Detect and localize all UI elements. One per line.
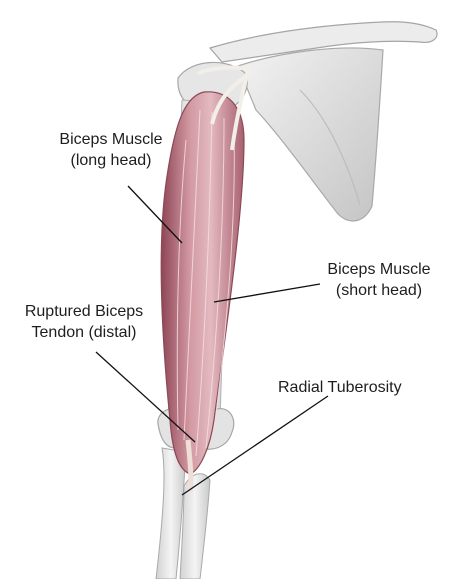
scapula (238, 48, 383, 221)
ruptured-tendon (188, 440, 191, 492)
label-short-head-line1: Biceps Muscle (318, 259, 440, 280)
label-short-head-line2: (short head) (318, 280, 440, 301)
label-ruptured-tendon: Ruptured Biceps Tendon (distal) (14, 301, 154, 343)
label-radial-tuberosity: Radial Tuberosity (278, 377, 402, 398)
label-radial-line1: Radial Tuberosity (278, 377, 402, 398)
label-ruptured-line1: Ruptured Biceps (14, 301, 154, 322)
label-long-head-line2: (long head) (40, 150, 182, 171)
radius (180, 474, 210, 579)
label-long-head: Biceps Muscle (long head) (40, 129, 182, 171)
label-ruptured-line2: Tendon (distal) (14, 322, 154, 343)
label-short-head: Biceps Muscle (short head) (318, 259, 440, 301)
label-long-head-line1: Biceps Muscle (40, 129, 182, 150)
